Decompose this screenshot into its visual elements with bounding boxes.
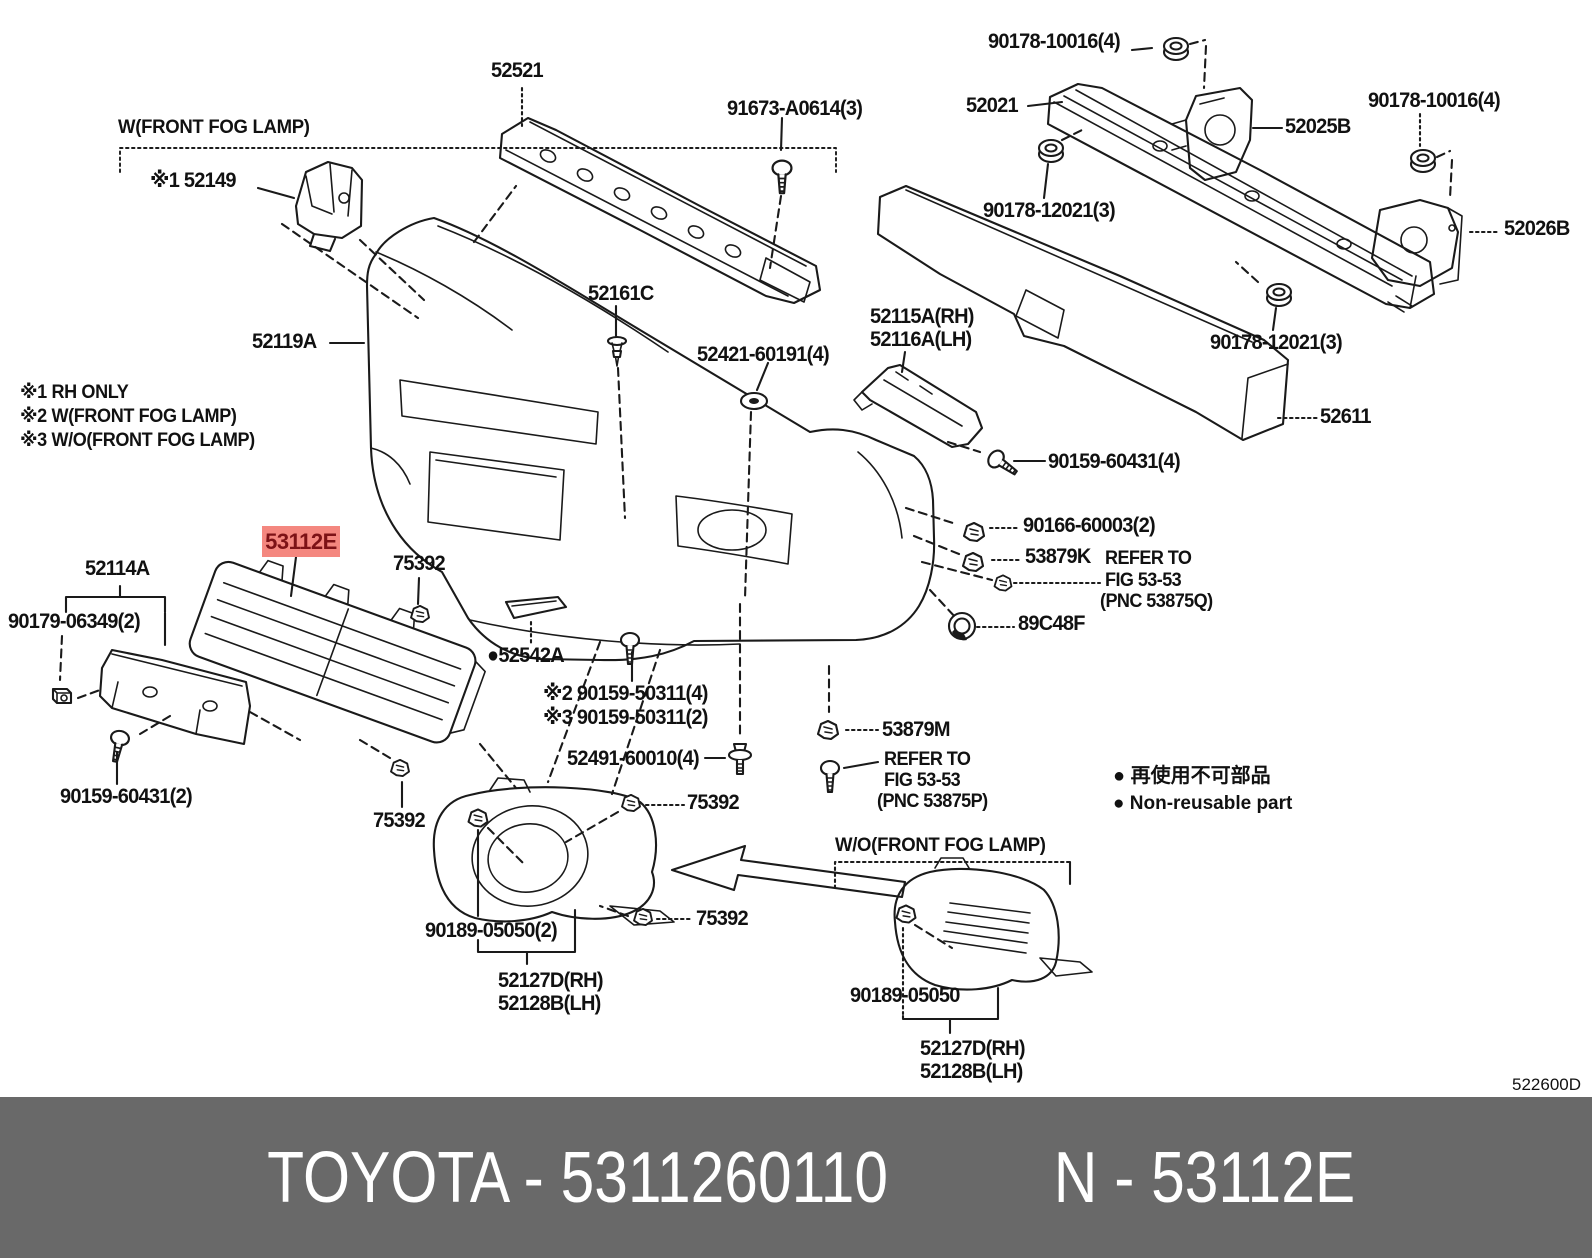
part-label-90189-05050[interactable]: 90189-05050	[850, 983, 960, 1007]
direction-arrow	[670, 844, 907, 899]
part-label-90178-12021-upper[interactable]: 90178-12021(3)	[983, 198, 1116, 222]
clip-icon-90166	[962, 521, 986, 543]
part-label-90159-60431-4[interactable]: 90159-60431(4)	[1048, 449, 1181, 473]
part-label-52149[interactable]: ※1 52149	[150, 168, 237, 192]
part-label-52521[interactable]: 52521	[491, 58, 544, 82]
part-label-52611[interactable]: 52611	[1320, 404, 1372, 428]
ref-text-53879m-3: (PNC 53875P)	[877, 791, 988, 812]
fog-lamp-bracket-52149-drawing	[294, 160, 364, 253]
part-label-90159-50311-4[interactable]: ※2 90159-50311(4)	[543, 681, 708, 705]
part-label-52127d-1[interactable]: 52127D(RH)	[498, 968, 604, 992]
license-bracket-52114A-drawing	[98, 648, 252, 746]
part-label-52127d-2[interactable]: 52127D(RH)	[920, 1036, 1026, 1060]
clip-icon-90189-2	[895, 904, 917, 924]
nut-icon-90178-12021-upper	[1037, 138, 1065, 164]
part-label-53879k[interactable]: 53879K	[1025, 544, 1091, 568]
part-label-90178-10016-top[interactable]: 90178-10016(4)	[988, 29, 1121, 53]
clip-icon-53879k-2	[993, 574, 1013, 592]
screw-icon-91673	[771, 159, 793, 195]
dotted-leader-lines	[520, 86, 1502, 1016]
section-label-without-fog: W/O(FRONT FOG LAMP)	[835, 834, 1046, 856]
clip-icon-75392-4	[633, 907, 653, 927]
clip-icon-75392-2	[390, 758, 410, 778]
clip-icon-75392-1	[410, 604, 430, 624]
ref-text-53879k-3: (PNC 53875Q)	[1100, 591, 1213, 612]
bolt-icon-52491	[727, 742, 753, 776]
part-label-90178-10016-right[interactable]: 90178-10016(4)	[1368, 88, 1501, 112]
part-label-52114a[interactable]: 52114A	[85, 556, 150, 580]
part-label-90179-06349[interactable]: 90179-06349(2)	[8, 609, 141, 633]
nut-icon-90178-10016-top	[1162, 36, 1190, 62]
part-label-90159-60431-2[interactable]: 90159-60431(2)	[60, 784, 193, 808]
part-label-90189-05050-2[interactable]: 90189-05050(2)	[425, 918, 558, 942]
part-label-52115a[interactable]: 52115A(RH)	[870, 304, 974, 328]
note-without-fog: ※3 W/O(FRONT FOG LAMP)	[20, 430, 255, 451]
bumper-support-52115A-drawing	[853, 363, 984, 449]
part-label-90159-50311-2[interactable]: ※3 90159-50311(2)	[543, 705, 708, 729]
part-label-90166-60003[interactable]: 90166-60003(2)	[1023, 513, 1156, 537]
clip-icon-53879m	[816, 719, 840, 741]
part-label-52026b[interactable]: 52026B	[1504, 216, 1570, 240]
screw-icon-90159-60431-4	[984, 446, 1022, 482]
legend-non-reusable-en: ● Non-reusable part	[1113, 793, 1293, 814]
clip-icon-53879k-1	[961, 551, 985, 573]
legend-non-reusable-jp: ● 再使用不可部品	[1113, 765, 1271, 787]
footer-brand-part-number: TOYOTA - 5311260110	[267, 1137, 888, 1218]
nut-icon-90178-12021-lower	[1265, 282, 1293, 308]
screw-icon-90159-60431-2	[105, 728, 132, 765]
part-label-53879m[interactable]: 53879M	[882, 717, 951, 741]
part-label-75392-2[interactable]: 75392	[373, 808, 426, 832]
part-label-52161c[interactable]: 52161C	[588, 281, 654, 305]
part-label-52128b-2[interactable]: 52128B(LH)	[920, 1059, 1023, 1083]
part-label-52116a[interactable]: 52116A(LH)	[870, 327, 972, 351]
leader-lines	[64, 46, 1284, 1035]
bumper-reinforcement-52021-drawing	[1046, 82, 1436, 313]
part-label-52025b[interactable]: 52025B	[1285, 114, 1351, 138]
part-label-53112e-highlighted[interactable]: 53112E	[262, 526, 340, 557]
footer-pnc: N - 53112E	[1053, 1137, 1356, 1218]
part-label-89c48f[interactable]: 89C48F	[1018, 611, 1085, 635]
bracket-52026B-drawing	[1370, 198, 1463, 288]
part-label-52021[interactable]: 52021	[966, 93, 1019, 117]
ref-text-53879m-1: REFER TO	[884, 749, 971, 770]
part-label-52542a[interactable]: ●52542A	[487, 643, 565, 667]
grommet-icon-52421	[739, 391, 769, 411]
diagram-line-art	[51, 36, 1502, 1035]
diagram-code: 522600D	[1512, 1075, 1582, 1094]
part-label-91673-a0614[interactable]: 91673-A0614(3)	[727, 96, 863, 120]
with-fog-lamp-bracket	[119, 147, 837, 173]
pin-clip-icon-52161c	[606, 335, 628, 368]
radiator-support-52521-drawing	[498, 116, 822, 305]
footer-bar: TOYOTA - 5311260110 N - 53112E	[0, 1097, 1592, 1258]
retainer-icon-89c48f	[947, 611, 977, 642]
part-label-52421-60191[interactable]: 52421-60191(4)	[697, 342, 830, 366]
clip-icon-90189-1	[467, 808, 489, 828]
part-label-52491-60010[interactable]: 52491-60010(4)	[567, 746, 700, 770]
nut-icon-90178-10016-right	[1409, 148, 1437, 174]
reinforcement-52611-drawing	[876, 184, 1290, 442]
note-rh-only: ※1 RH ONLY	[20, 382, 129, 403]
bracket-52025B-drawing	[1171, 86, 1254, 182]
parts-diagram-canvas: W(FRONT FOG LAMP) W/O(FRONT FOG LAMP) ※1…	[8, 29, 1582, 1094]
ref-text-53879m-2: FIG 53-53	[884, 770, 961, 791]
assembly-dashed-lines	[58, 38, 1454, 950]
screw-icon-53879m	[819, 759, 841, 794]
fog-lamp-cover-wo-52127D-drawing	[893, 857, 1093, 991]
pad-52542A-drawing	[504, 595, 568, 620]
part-label-75392-1[interactable]: 75392	[393, 551, 446, 575]
part-label-52128b-1[interactable]: 52128B(LH)	[498, 991, 601, 1015]
part-label-75392-4[interactable]: 75392	[696, 906, 749, 930]
grille-53112E-drawing[interactable]	[186, 545, 496, 751]
section-label-with-fog: W(FRONT FOG LAMP)	[118, 116, 310, 138]
part-label-52119a[interactable]: 52119A	[252, 329, 317, 353]
part-label-75392-3[interactable]: 75392	[687, 790, 740, 814]
part-label-90178-12021-lower[interactable]: 90178-12021(3)	[1210, 330, 1343, 354]
ref-text-53879k-1: REFER TO	[1105, 548, 1192, 569]
front-bumper-cover-52119A-drawing	[365, 216, 936, 662]
nut-icon-90179	[51, 687, 73, 705]
ref-text-53879k-2: FIG 53-53	[1105, 570, 1182, 591]
clip-icon-75392-3	[621, 793, 641, 813]
note-with-fog: ※2 W(FRONT FOG LAMP)	[20, 406, 237, 427]
